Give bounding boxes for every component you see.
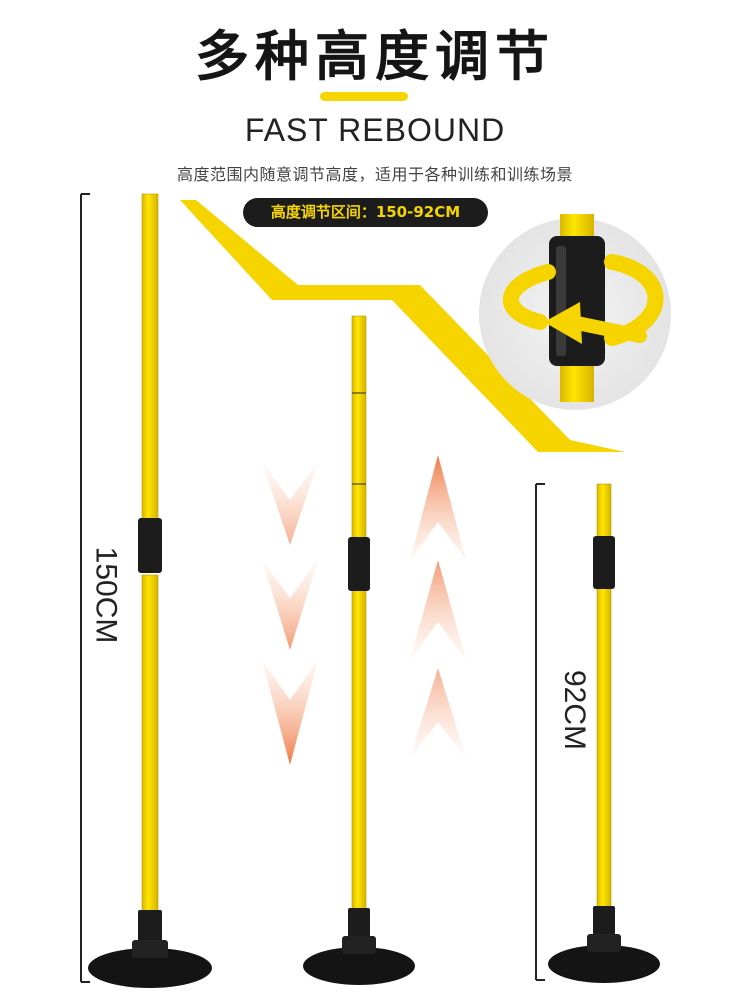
measure-line-max [80, 193, 90, 983]
pole-middle [303, 315, 415, 985]
description: 高度范围内随意调节高度，适用于各种训练和训练场景 [176, 165, 573, 184]
measure-line-min [535, 483, 545, 981]
arrow-down-icon [262, 462, 318, 765]
page-title: 多种高度调节 [195, 25, 555, 88]
range-badge: 高度调节区间：150-92CM [243, 198, 488, 227]
subtitle: FAST REBOUND [244, 112, 506, 148]
height-max-label: 150CM [89, 546, 123, 644]
title-underline [320, 92, 408, 101]
pole-tall [88, 193, 212, 988]
zigzag-band [180, 200, 625, 452]
arrow-up-icon [410, 455, 466, 758]
height-min-label: 92CM [558, 669, 592, 751]
pole-short [548, 483, 660, 983]
rotate-arrow-icon [502, 254, 664, 346]
